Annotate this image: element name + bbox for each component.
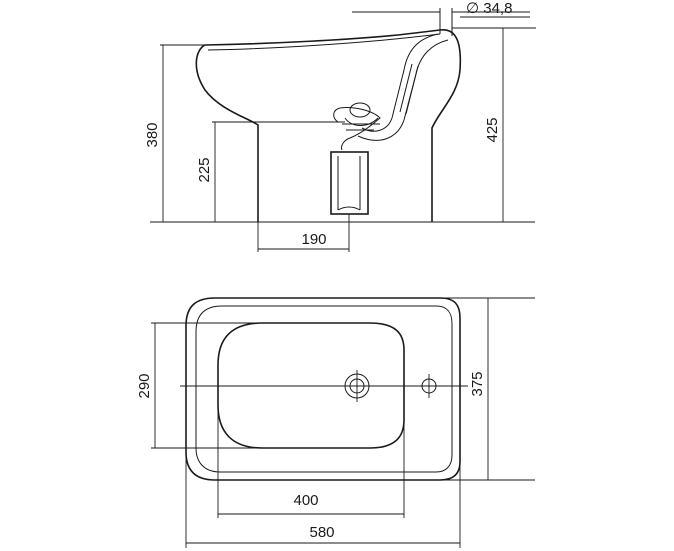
top-view-rim-outline [195, 305, 453, 473]
side-view-outlet-pipe [330, 151, 369, 215]
side-view-inner-channel-3 [399, 63, 419, 115]
top-view: 290 375 400 580 [136, 297, 535, 548]
dim-375-label: 375 [469, 371, 486, 396]
dim-225-label: 225 [196, 157, 213, 182]
dim-diameter-label: ∅ 34,8 [466, 0, 512, 17]
side-view-inner-channel [361, 33, 439, 132]
dim-580-label: 580 [309, 524, 334, 541]
top-view-bowl [217, 322, 405, 449]
dim-190-label: 190 [301, 231, 326, 248]
side-view-trap-body [342, 117, 380, 131]
side-view-body-outline [195, 29, 462, 222]
side-view-trap-nut [349, 102, 371, 118]
dim-380-label: 380 [144, 122, 161, 147]
side-view-rim-line [207, 33, 441, 51]
side-view-trap [333, 107, 381, 151]
dim-425-label: 425 [484, 117, 501, 142]
top-view-outer-outline [185, 297, 461, 481]
dim-400-label: 400 [293, 492, 318, 509]
dim-290-label: 290 [136, 373, 153, 398]
side-view-outlet-pipe-base [337, 206, 361, 211]
side-view: 380 225 190 425 ∅ 34,8 [144, 0, 536, 252]
